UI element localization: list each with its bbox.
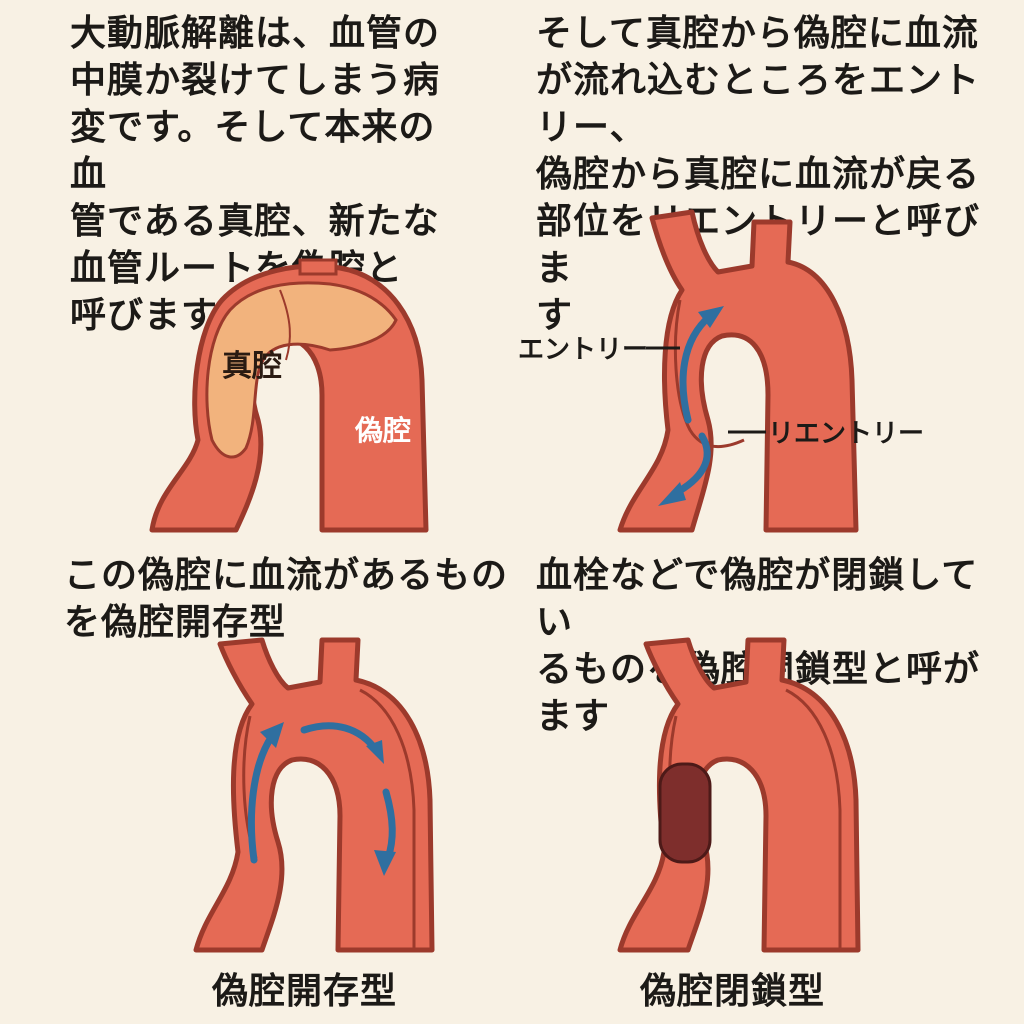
caption-line: ます — [536, 696, 611, 737]
aorta-entry-illustration: エントリー リエントリー — [518, 209, 924, 533]
caption-line: 呼びます — [70, 295, 219, 336]
intimal-tear-line — [279, 289, 291, 361]
caption-line: 管である真腔、新たな — [70, 201, 440, 242]
aorta-cross-section-illustration: 真腔 偽腔 — [149, 258, 429, 533]
caption-line: 偽腔から真腔に血流が戻る — [536, 154, 981, 195]
caption-line: 血栓などで偽腔が閉鎖してい — [536, 555, 979, 643]
caption-line: 変です。そして本来の血 — [70, 107, 436, 195]
vessel-top-cut — [298, 258, 338, 276]
type-label-patent: 偽腔開存型 — [212, 971, 398, 1012]
aorta-wall — [617, 209, 859, 533]
label-reentry: リエントリー — [768, 419, 924, 449]
caption-entry-reentry: そして真腔から偽腔に血流 が流れ込むところをエントリー、 偽腔から真腔に血流が戻… — [536, 10, 1006, 339]
descending-arrowhead — [374, 850, 396, 876]
arch-arrowhead — [366, 740, 384, 764]
thrombus — [658, 762, 712, 864]
aorta-wall — [617, 637, 861, 953]
panel-entry-reentry: そして真腔から偽腔に血流 が流れ込むところをエントリー、 偽腔から真腔に血流が戻… — [512, 0, 1024, 540]
arch-flow-arrow — [300, 722, 380, 754]
reentry-arrowhead — [658, 482, 686, 506]
caption-line: を偽腔開存型 — [64, 602, 287, 643]
panel-dissection-definition: 大動脈解離は、血管の 中膜か裂けてしまう病 変です。そして本来の血 管である真腔… — [0, 0, 512, 540]
caption-patent-type: この偽腔に血流があるもの を偽腔開存型 — [64, 552, 509, 646]
aorta-thrombosed-illustration — [617, 637, 861, 953]
label-entry: エントリー — [518, 335, 648, 365]
label-false-lumen: 偽腔 — [354, 414, 411, 447]
entry-flow-arrow — [679, 312, 714, 424]
entry-arrowhead — [698, 306, 724, 328]
caption-line: 大動脈解離は、血管の — [70, 13, 441, 54]
caption-thrombosed-type: 血栓などで偽腔が閉鎖してい るものを偽腔閉鎖型と呼が ます — [536, 552, 1006, 740]
caption-line: が流れ込むところをエントリー、 — [536, 60, 981, 148]
true-lumen-region — [205, 281, 398, 459]
panel-patent-false-lumen: この偽腔に血流があるもの を偽腔開存型 偽腔開存型 — [0, 540, 512, 1024]
caption-line: す — [536, 295, 574, 336]
dissection-flap — [673, 299, 745, 449]
caption-line: 中膜か裂けてしまう病 — [70, 60, 441, 101]
false-lumen-flow-arrow — [247, 732, 276, 864]
false-lumen-arrowhead — [260, 722, 284, 748]
type-label-thrombosed: 偽腔閉鎖型 — [640, 971, 826, 1012]
aorta-wall — [193, 637, 435, 953]
aorta-patent-illustration — [193, 637, 435, 953]
label-true-lumen: 真腔 — [222, 349, 282, 384]
caption-line: この偽腔に血流があるもの — [64, 555, 509, 596]
panel-thrombosed-false-lumen: 血栓などで偽腔が閉鎖してい るものを偽腔閉鎖型と呼が ます 偽腔閉鎖型 — [512, 540, 1024, 1024]
caption-line: そして真腔から偽腔に血流 — [536, 13, 979, 54]
